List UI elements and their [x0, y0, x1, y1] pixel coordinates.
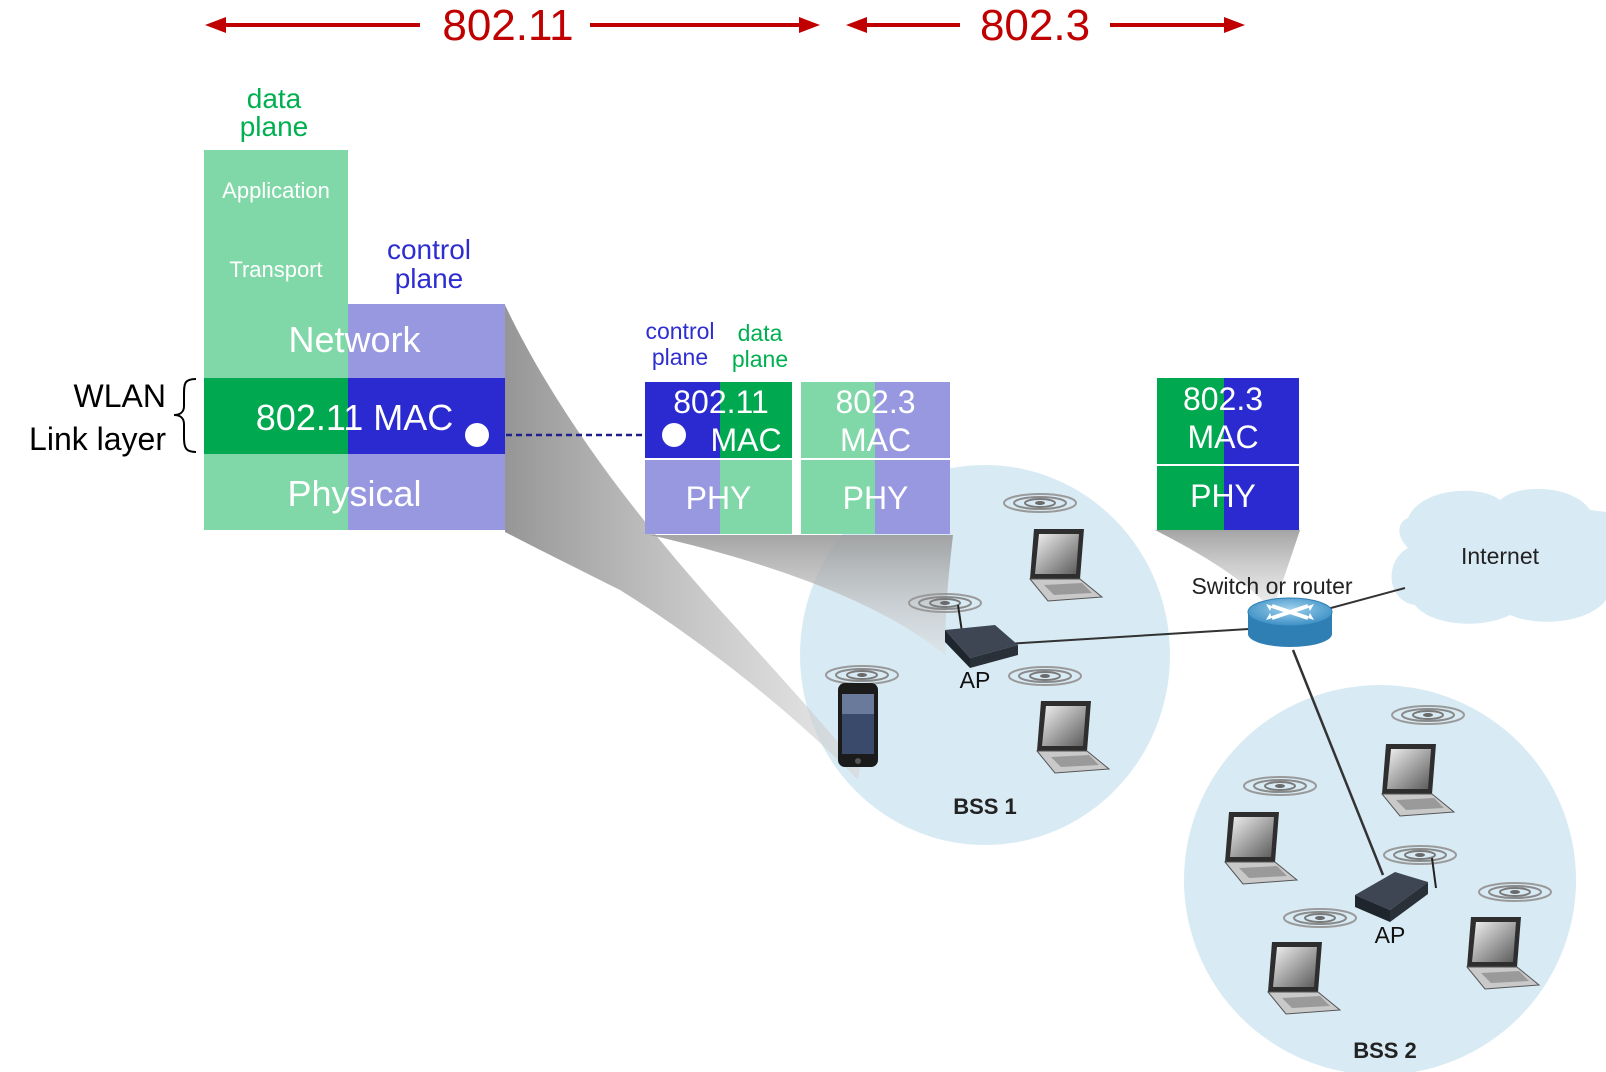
ap-eth-phy-data — [801, 460, 875, 534]
ap-wifi-phy-data — [720, 460, 792, 534]
control-plane-label-line2: plane — [394, 263, 464, 294]
wlan-label-line2: Link layer — [29, 421, 166, 457]
ap-wifi-phy-control — [645, 460, 720, 534]
ap-wifi-mac-label-line1: 802.11 — [673, 384, 769, 420]
ap-eth-phy-label: PHY — [842, 480, 909, 516]
ap1-switch-link — [989, 627, 1266, 646]
data-plane-label-line2: plane — [239, 111, 309, 142]
wlan-brace — [173, 378, 197, 453]
header-802-3-label: 802.3 — [979, 1, 1091, 50]
ap-callout-shadow — [650, 535, 953, 656]
mac-connection-dot — [465, 423, 489, 447]
switch-callout-shadow — [1155, 530, 1300, 610]
ap-data-plane-line1: data — [737, 320, 783, 346]
switch-phy-label: PHY — [1190, 478, 1256, 514]
switch-mac-control — [1224, 378, 1299, 464]
ap2-label: AP — [1374, 922, 1406, 948]
header-802-11-arrow — [205, 17, 820, 33]
switch-mac-label-line2: MAC — [1187, 419, 1259, 455]
bss2-label: BSS 2 — [1353, 1038, 1417, 1063]
ap1-label: AP — [959, 667, 991, 693]
internet-cloud-shape — [1391, 488, 1606, 624]
control-plane-label-line1: control — [386, 234, 472, 265]
ap-wifi-mac-data — [720, 382, 792, 458]
switch-ap2-link — [1291, 649, 1385, 876]
ap-data-plane-line2: plane — [731, 346, 789, 372]
switch-router-icon — [1247, 597, 1333, 647]
ap-control-plane-line1: control — [645, 318, 715, 344]
host-callout-shadow — [505, 305, 860, 780]
mac-data-cell — [204, 378, 348, 454]
switch-router-label: Switch or router — [1191, 573, 1353, 599]
transport-layer-label: Transport — [229, 257, 323, 282]
ap2-device-icon — [1355, 845, 1457, 922]
ap-eth-mac-label-line2: MAC — [839, 422, 912, 458]
data-plane-column — [204, 150, 348, 530]
ap-control-plane-line2: plane — [651, 344, 709, 370]
bss1-label: BSS 1 — [953, 794, 1017, 819]
header-802-3-arrow — [846, 17, 1245, 33]
ap-eth-phy-control — [875, 460, 950, 534]
mac-layer-label: 802.11 MAC — [255, 397, 454, 438]
internet-label: Internet — [1461, 543, 1539, 569]
physical-layer-label: Physical — [287, 473, 422, 514]
ap-wifi-mac-label-line2: MAC — [710, 422, 782, 458]
ap-eth-mac-control — [875, 382, 950, 458]
switch-mac-label-line1: 802.3 — [1182, 381, 1264, 417]
data-plane-label-line1: data — [246, 83, 302, 114]
header-802-11-label: 802.11 — [442, 1, 574, 50]
ap-mac-connection-dot — [662, 423, 686, 447]
ap-wifi-mac-control — [645, 382, 720, 458]
ap1-device-icon — [908, 593, 1018, 668]
ap-eth-mac-label-line1: 802.3 — [835, 384, 916, 420]
application-layer-label: Application — [222, 178, 330, 203]
smartphone-icon — [825, 665, 899, 767]
ap-eth-mac-data — [801, 382, 875, 458]
network-layer-label: Network — [288, 319, 421, 360]
switch-phy-control — [1224, 466, 1299, 530]
switch-mac-data — [1157, 378, 1224, 464]
ap-wifi-phy-label: PHY — [685, 480, 752, 516]
wlan-label-line1: WLAN — [73, 378, 166, 414]
switch-phy-data — [1157, 466, 1224, 530]
